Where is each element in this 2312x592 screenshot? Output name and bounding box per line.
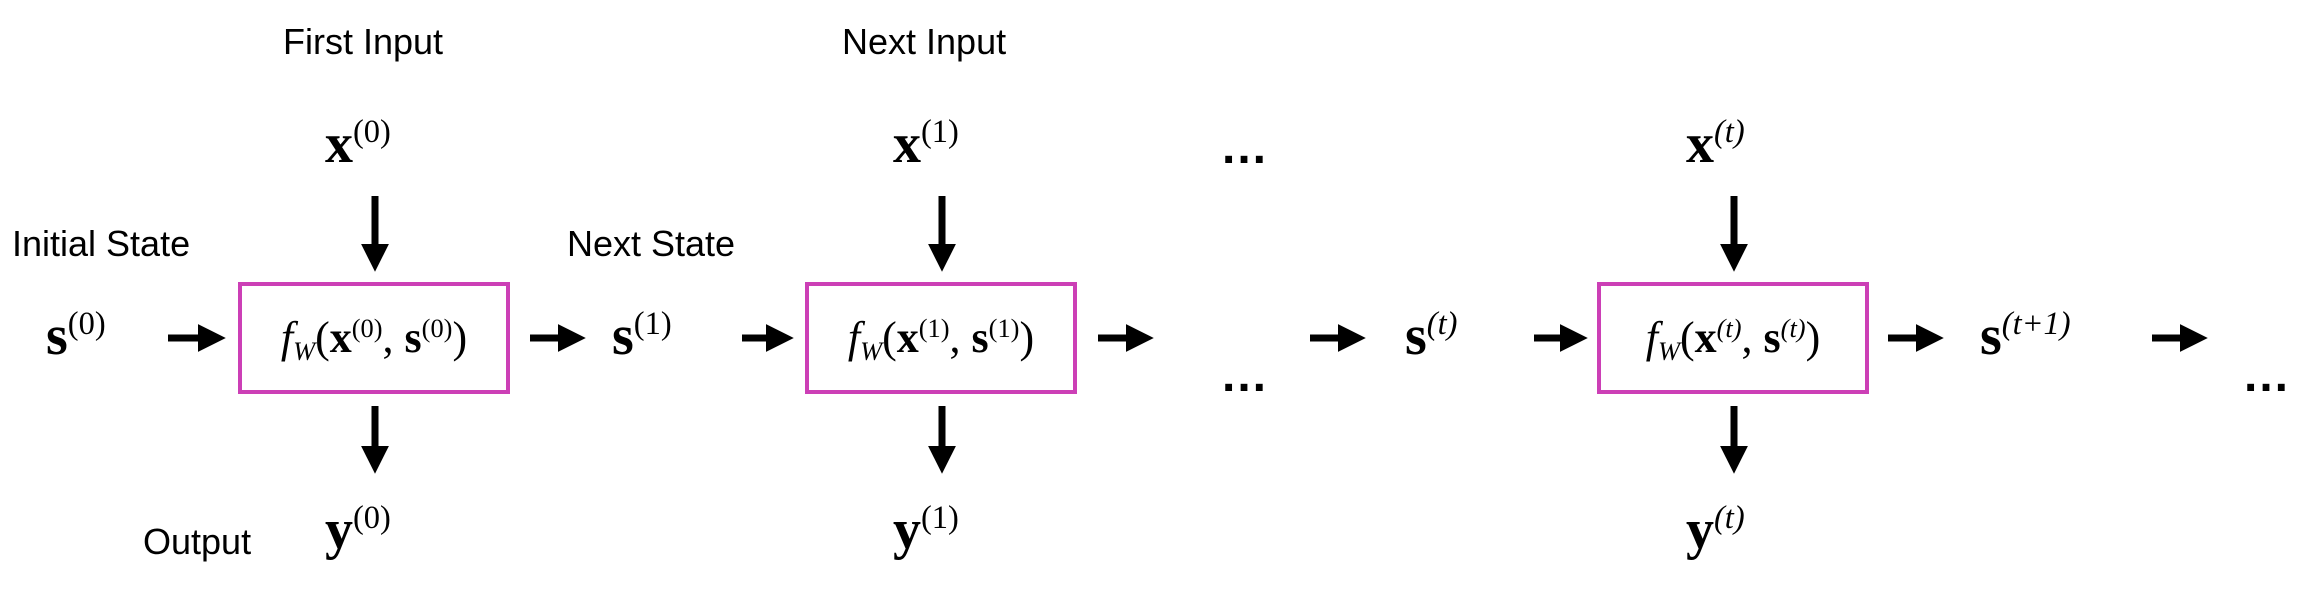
initial-state-label: Initial State — [12, 223, 191, 264]
state-st: s(t) — [1405, 305, 1458, 367]
first-input-label: First Input — [283, 21, 444, 62]
function-label-t: fW(x(t), s(t)) — [1645, 313, 1821, 366]
input-xt: x(t) — [1686, 113, 1745, 175]
state-s0: s(0) — [46, 305, 106, 367]
ellipsis-middle: ... — [1222, 349, 1269, 402]
ellipsis-end: ... — [2244, 349, 2291, 402]
function-label-1: fW(x(1), s(1)) — [847, 313, 1035, 366]
input-x0: x(0) — [325, 113, 391, 175]
function-label-0: fW(x(0), s(0)) — [280, 313, 468, 366]
input-x1: x(1) — [893, 113, 959, 175]
output-yt: y(t) — [1686, 499, 1745, 561]
next-state-label: Next State — [567, 223, 736, 264]
output-label: Output — [143, 521, 252, 562]
next-input-label: Next Input — [842, 21, 1007, 62]
output-y1: y(1) — [893, 499, 959, 561]
function-box-1: fW(x(1), s(1)) — [805, 282, 1077, 394]
function-box-t: fW(x(t), s(t)) — [1597, 282, 1869, 394]
output-y0: y(0) — [325, 499, 391, 561]
function-box-0: fW(x(0), s(0)) — [238, 282, 510, 394]
state-s1: s(1) — [612, 305, 672, 367]
state-st1: s(t+1) — [1980, 305, 2071, 367]
ellipsis-top: ... — [1222, 121, 1269, 174]
